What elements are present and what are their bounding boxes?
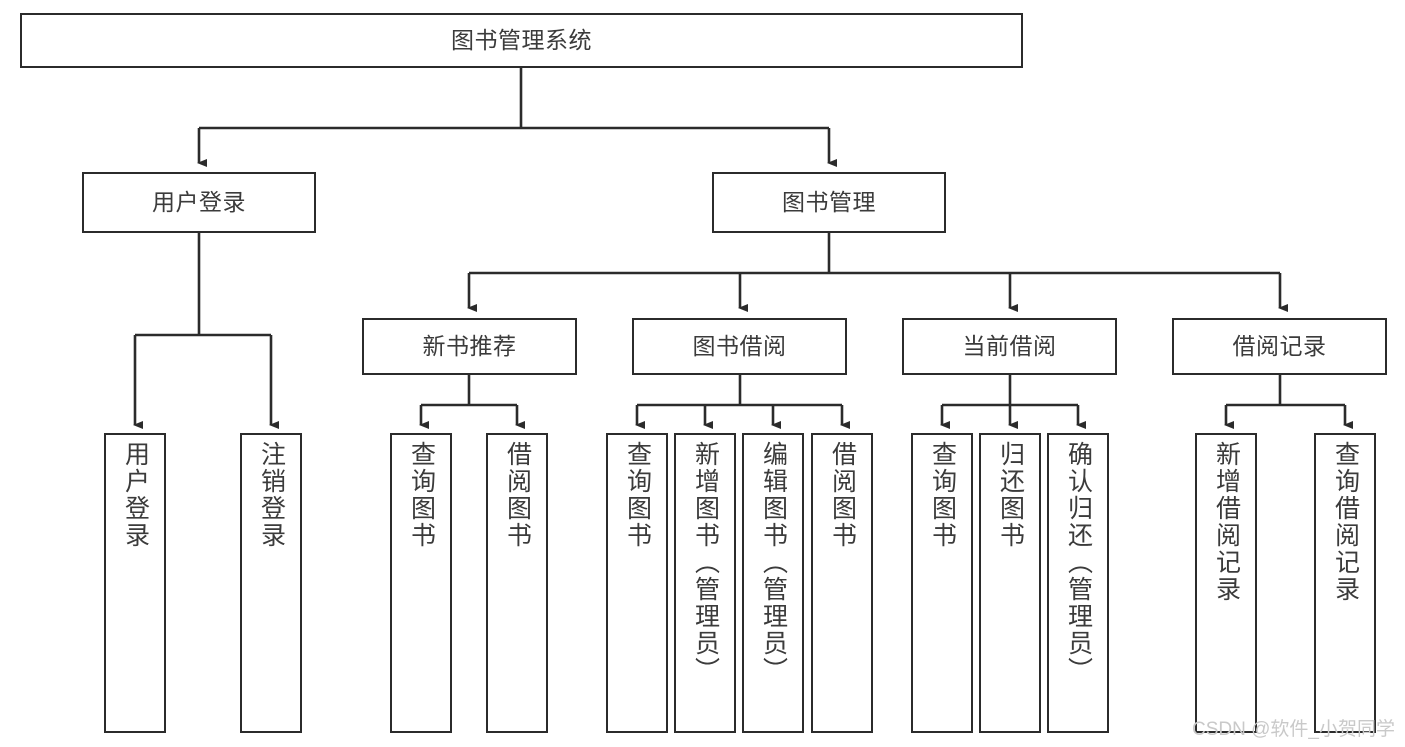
node-label: 借阅记录 xyxy=(1232,332,1327,359)
node-label: 归还图书 xyxy=(996,441,1025,549)
leaf-add-borrow-record[interactable]: 新增借阅记录 xyxy=(1195,433,1257,733)
node-label: 新增图书（管理员） xyxy=(691,441,720,684)
leaf-query-borrow-record[interactable]: 查询借阅记录 xyxy=(1314,433,1376,733)
leaf-logout[interactable]: 注销登录 xyxy=(240,433,302,733)
node-label: 用户登录 xyxy=(152,188,246,215)
node-label: 确认归还（管理员） xyxy=(1064,441,1093,684)
node-book-borrow[interactable]: 图书借阅 xyxy=(632,318,847,375)
node-root-system[interactable]: 图书管理系统 xyxy=(20,13,1023,68)
node-label: 图书借阅 xyxy=(692,332,787,359)
leaf-query-book-current[interactable]: 查询图书 xyxy=(911,433,973,733)
node-label: 图书管理 xyxy=(782,188,876,215)
node-label: 借阅图书 xyxy=(828,441,857,549)
leaf-borrow-book[interactable]: 借阅图书 xyxy=(811,433,873,733)
leaf-add-book-admin[interactable]: 新增图书（管理员） xyxy=(674,433,736,733)
node-label: 查询图书 xyxy=(928,441,957,549)
leaf-edit-book-admin[interactable]: 编辑图书（管理员） xyxy=(742,433,804,733)
leaf-query-book-recommend[interactable]: 查询图书 xyxy=(390,433,452,733)
node-user-login[interactable]: 用户登录 xyxy=(82,172,316,233)
node-label: 查询借阅记录 xyxy=(1331,441,1360,603)
node-label: 新增借阅记录 xyxy=(1212,441,1241,603)
node-label: 借阅图书 xyxy=(503,441,532,549)
leaf-user-login[interactable]: 用户登录 xyxy=(104,433,166,733)
node-label: 注销登录 xyxy=(257,441,286,549)
node-label: 查询图书 xyxy=(407,441,436,549)
node-label: 当前借阅 xyxy=(962,332,1057,359)
node-label: 新书推荐 xyxy=(422,332,517,359)
node-label: 查询图书 xyxy=(623,441,652,549)
node-label: 用户登录 xyxy=(121,441,150,549)
node-book-management[interactable]: 图书管理 xyxy=(712,172,946,233)
node-borrow-record[interactable]: 借阅记录 xyxy=(1172,318,1387,375)
node-current-borrow[interactable]: 当前借阅 xyxy=(902,318,1117,375)
leaf-return-book[interactable]: 归还图书 xyxy=(979,433,1041,733)
node-new-book-recommend[interactable]: 新书推荐 xyxy=(362,318,577,375)
leaf-confirm-return-admin[interactable]: 确认归还（管理员） xyxy=(1047,433,1109,733)
node-label: 编辑图书（管理员） xyxy=(759,441,788,684)
node-label: 图书管理系统 xyxy=(451,26,592,53)
leaf-query-book-borrow[interactable]: 查询图书 xyxy=(606,433,668,733)
leaf-borrow-book-recommend[interactable]: 借阅图书 xyxy=(486,433,548,733)
csdn-watermark: CSDN @软件_小贺同学 xyxy=(1192,719,1395,740)
